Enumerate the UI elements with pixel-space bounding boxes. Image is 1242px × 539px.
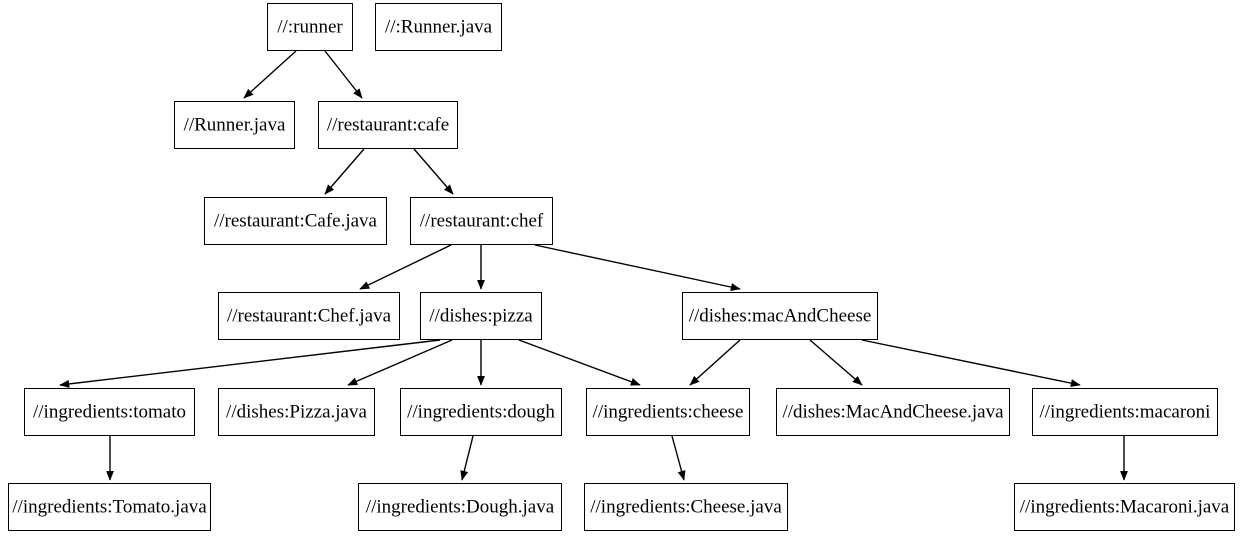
graph-node-restaurant_cafe[interactable]: //restaurant:cafe xyxy=(318,101,458,149)
graph-node-dishes_pizza[interactable]: //dishes:pizza xyxy=(420,292,542,340)
graph-node-label: //dishes:macAndCheese xyxy=(688,305,872,326)
graph-node-label: //ingredients:dough xyxy=(407,401,555,422)
graph-node-dishes_macjava[interactable]: //dishes:MacAndCheese.java xyxy=(776,388,1010,436)
graph-node-label: //:runner xyxy=(277,16,343,37)
graph-node-label: //restaurant:Cafe.java xyxy=(213,210,377,231)
graph-node-restaurant_cafejava[interactable]: //restaurant:Cafe.java xyxy=(204,197,387,245)
graph-node-restaurant_chef[interactable]: //restaurant:chef xyxy=(410,197,553,245)
graph-node-label: //dishes:pizza xyxy=(429,305,533,326)
graph-node-label: //ingredients:macaroni xyxy=(1039,401,1211,422)
graph-node-label: //restaurant:cafe xyxy=(326,114,450,135)
graph-node-label: //ingredients:Dough.java xyxy=(365,496,555,517)
graph-node-ing_cheese[interactable]: //ingredients:cheese xyxy=(586,388,750,436)
graph-node-label: //dishes:Pizza.java xyxy=(226,401,367,422)
graph-node-label: //Runner.java xyxy=(183,114,286,135)
graph-node-label: //ingredients:Cheese.java xyxy=(590,496,782,517)
graph-node-label: //ingredients:Macaroni.java xyxy=(1019,496,1230,517)
graph-node-dishes_macandcheese[interactable]: //dishes:macAndCheese xyxy=(682,292,878,340)
graph-node-label: //ingredients:cheese xyxy=(592,401,744,422)
graph-node-label: //ingredients:tomato xyxy=(32,401,187,422)
graph-node-label: //restaurant:Chef.java xyxy=(226,305,392,326)
graph-node-runner_java_root[interactable]: //:Runner.java xyxy=(375,3,502,51)
graph-node-runner_java[interactable]: //Runner.java xyxy=(174,101,295,149)
graph-node-ing_tomato[interactable]: //ingredients:tomato xyxy=(24,388,195,436)
graph-node-ing_dough[interactable]: //ingredients:dough xyxy=(400,388,562,436)
graph-node-ing_macaroni[interactable]: //ingredients:macaroni xyxy=(1032,388,1218,436)
graph-node-ing_tomatojava[interactable]: //ingredients:Tomato.java xyxy=(8,483,211,531)
graph-node-label: //ingredients:Tomato.java xyxy=(12,496,207,517)
graph-node-ing_doughjava[interactable]: //ingredients:Dough.java xyxy=(358,483,562,531)
graph-node-label: //:Runner.java xyxy=(384,16,493,37)
graph-node-runner[interactable]: //:runner xyxy=(267,3,353,51)
graph-node-label: //restaurant:chef xyxy=(419,210,544,231)
graph-node-ing_cheesejava[interactable]: //ingredients:Cheese.java xyxy=(584,483,788,531)
graph-node-dishes_pizzajava[interactable]: //dishes:Pizza.java xyxy=(218,388,375,436)
graph-node-ing_macaronijava[interactable]: //ingredients:Macaroni.java xyxy=(1014,483,1235,531)
graph-node-label: //dishes:MacAndCheese.java xyxy=(782,401,1004,422)
graph-node-restaurant_chefjava[interactable]: //restaurant:Chef.java xyxy=(218,292,400,340)
